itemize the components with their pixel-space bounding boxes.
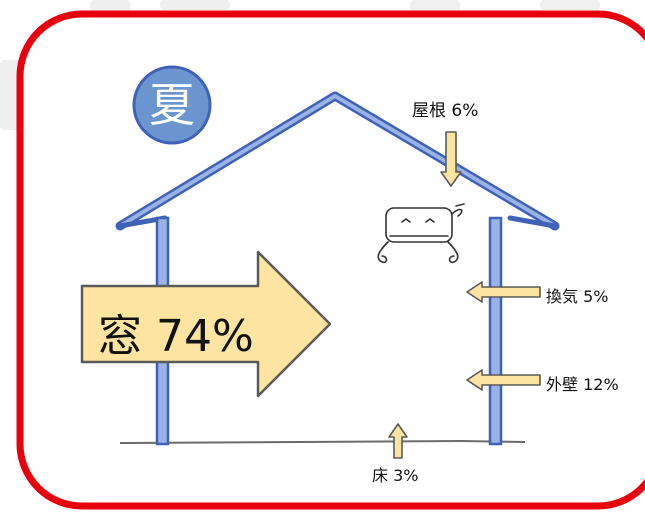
ground-line xyxy=(119,439,526,444)
roof-share-label: 屋根 6% xyxy=(412,101,479,121)
window-heat-arrow xyxy=(80,250,332,398)
season-badge xyxy=(132,65,212,145)
ventilation-share-label: 換気 5% xyxy=(546,287,609,306)
exterior-wall-share-label: 外壁 12% xyxy=(546,375,619,394)
floor-heat-arrow xyxy=(388,423,408,459)
season-label: 夏 xyxy=(149,78,195,132)
background-texture xyxy=(0,0,600,130)
window-share-label: 窓 74% xyxy=(98,311,254,362)
air-conditioner-icon xyxy=(377,203,465,264)
roof-heat-arrow xyxy=(440,131,462,187)
ventilation-heat-arrow xyxy=(466,281,541,303)
floor-share-label: 床 3% xyxy=(372,466,419,485)
house-roof xyxy=(115,91,560,231)
frame-border xyxy=(16,10,645,510)
exterior-wall-heat-arrow xyxy=(466,369,541,391)
